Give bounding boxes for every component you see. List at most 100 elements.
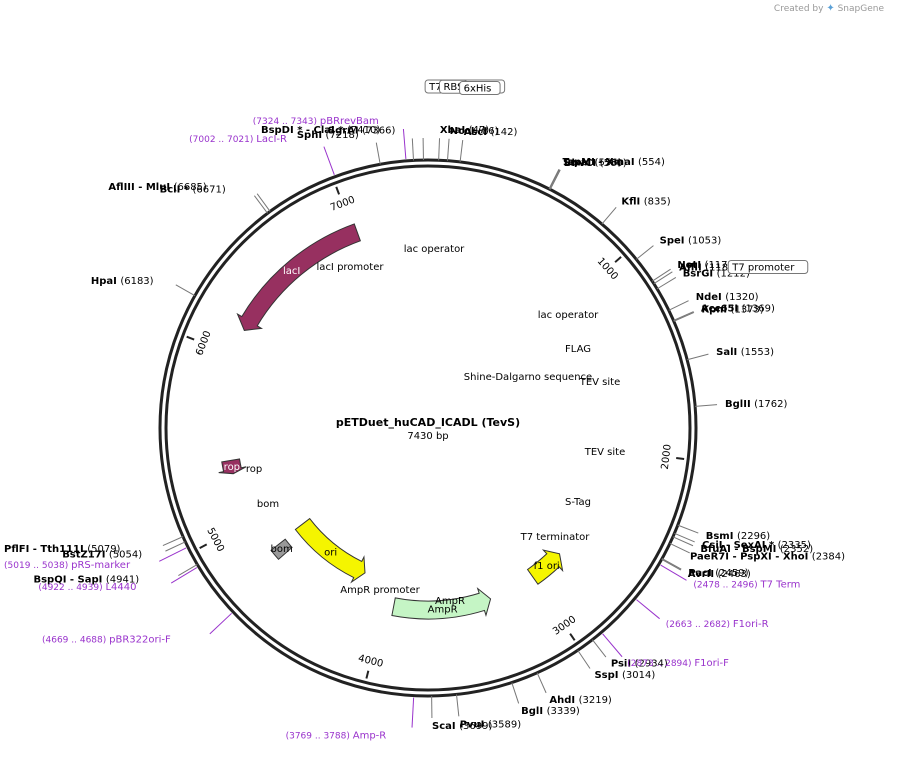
- feature-arrow: [294, 517, 366, 584]
- site-name: BbvCI: [564, 158, 600, 169]
- site-position: (6685): [174, 182, 207, 193]
- site-position: (7218): [326, 130, 359, 141]
- site-leader: [651, 268, 671, 282]
- site-label: NcoI (86): [450, 126, 499, 137]
- site-position: (3014): [622, 670, 655, 681]
- plasmid-name: pETDuet_huCAD_ICADL (TevS): [336, 416, 520, 429]
- inner-feature-label: AmpR: [435, 596, 465, 607]
- site-leader: [668, 300, 689, 311]
- site-label: BspQI - SapI (4941): [33, 575, 139, 586]
- site-label: TspMI - XmaI (554): [563, 157, 665, 168]
- site-label: PflFI - Tth111I (5079): [4, 544, 121, 555]
- site-label: BglI (3339): [521, 706, 580, 717]
- site-position: (7366): [362, 125, 395, 136]
- site-label: SalI (1553): [716, 347, 774, 358]
- inner-feature-label: rop: [246, 464, 262, 475]
- site-leader: [411, 138, 415, 161]
- feature-label: ori: [324, 547, 337, 558]
- primer-range: (2478 .. 2496): [693, 580, 760, 590]
- primer-leader: [402, 128, 407, 159]
- site-position: (554): [638, 157, 665, 168]
- site-label: BglII (1762): [725, 399, 787, 410]
- inner-feature-label: lac operator: [404, 244, 465, 255]
- ruler-label: 6000: [194, 329, 213, 357]
- ruler-label: 3000: [551, 614, 578, 638]
- primer-range: (2873 .. 2894): [627, 659, 694, 669]
- site-leader: [178, 563, 198, 577]
- site-leader: [601, 207, 617, 225]
- feature-arrow: [218, 458, 247, 475]
- site-leader: [669, 542, 690, 554]
- site-name: XbaI: [440, 125, 469, 136]
- site-label: SgrAI (7366): [328, 125, 396, 136]
- primer-label: (2873 .. 2894) F1ori-F: [627, 658, 729, 669]
- site-label: SmaI (556): [563, 157, 622, 168]
- backbone-inner-ring: [164, 164, 692, 692]
- feature-arrow: [526, 549, 564, 585]
- site-position: (1053): [688, 236, 721, 247]
- site-name: SphI: [297, 130, 326, 141]
- site-position: (835): [644, 196, 671, 207]
- site-label: BclI * (6671): [160, 184, 226, 195]
- feature-label: lacI: [283, 266, 300, 277]
- primer-range: (3769 .. 3788): [286, 732, 353, 742]
- inner-feature-label: FLAG: [565, 344, 591, 355]
- site-label: KflI (835): [621, 196, 670, 207]
- site-name: BsmI: [706, 531, 737, 542]
- boxed-label-frame: [459, 80, 501, 95]
- site-position: (1762): [754, 399, 787, 410]
- ruler-tick: [569, 633, 576, 641]
- site-label: NdeI (1320): [696, 292, 759, 303]
- site-leader: [256, 193, 271, 212]
- site-position: (2934): [635, 658, 668, 669]
- inner-feature-label: TEV site: [584, 447, 626, 458]
- site-leader: [661, 558, 682, 570]
- site-leader: [656, 277, 677, 290]
- snapgene-name: SnapGene: [837, 4, 884, 14]
- site-position: (7410): [347, 125, 380, 136]
- site-name: PflFI - Tth111I: [4, 544, 87, 555]
- boxed-labels-group: T7 promoterRBS6xHisT7 promoter: [424, 79, 809, 274]
- ruler-tick: [676, 457, 685, 461]
- site-name: BglII: [725, 399, 754, 410]
- site-leader: [653, 271, 673, 285]
- site-label: PvuI (3589): [460, 719, 522, 730]
- feature-label: bom: [271, 544, 293, 555]
- primer-name: pRS-marker: [71, 560, 131, 571]
- site-name: AflII: [679, 263, 705, 274]
- site-leader: [459, 140, 464, 162]
- site-name: SmaI: [563, 157, 595, 168]
- primer-label: (4922 .. 4939) L4440: [38, 582, 136, 593]
- primer-range: (4922 .. 4939): [38, 583, 105, 593]
- primer-name: L4440: [105, 582, 136, 593]
- ruler-label: 1000: [595, 256, 620, 282]
- site-name: NdeI: [696, 292, 726, 303]
- ruler-label: 2000: [660, 444, 674, 471]
- primer-label: (7324 .. 7343) pBRrevBam: [253, 116, 379, 127]
- site-label: CsiI - SexAI * (2335): [702, 540, 811, 551]
- site-position: (142): [491, 127, 518, 138]
- feature-arrow: [270, 538, 293, 561]
- site-leader: [661, 558, 682, 571]
- site-leader: [162, 536, 184, 546]
- site-label: BfuAI - BspMI (2352): [700, 544, 813, 555]
- site-leader: [253, 195, 268, 214]
- inner-feature-label: Shine-Dalgarno sequence: [464, 372, 592, 383]
- site-name: KflI: [621, 196, 643, 207]
- site-position: (2335): [778, 540, 811, 551]
- site-name: SalI: [716, 347, 741, 358]
- site-position: (3699): [459, 721, 492, 732]
- site-position: (2352): [780, 544, 813, 555]
- site-label: XbaI (47): [440, 125, 489, 136]
- primer-range: (5019 .. 5038): [4, 561, 71, 571]
- primer-leader: [209, 612, 232, 635]
- primer-name: pBR322ori-F: [109, 634, 171, 645]
- primer-range: (4669 .. 4688): [42, 635, 109, 645]
- site-leader: [674, 532, 695, 543]
- ruler-label: 7000: [329, 194, 357, 213]
- primer-range: (7324 .. 7343): [253, 117, 320, 127]
- created-by-text: Created by: [773, 4, 824, 14]
- site-leader: [438, 138, 441, 161]
- site-label: PsiI (2934): [611, 658, 668, 669]
